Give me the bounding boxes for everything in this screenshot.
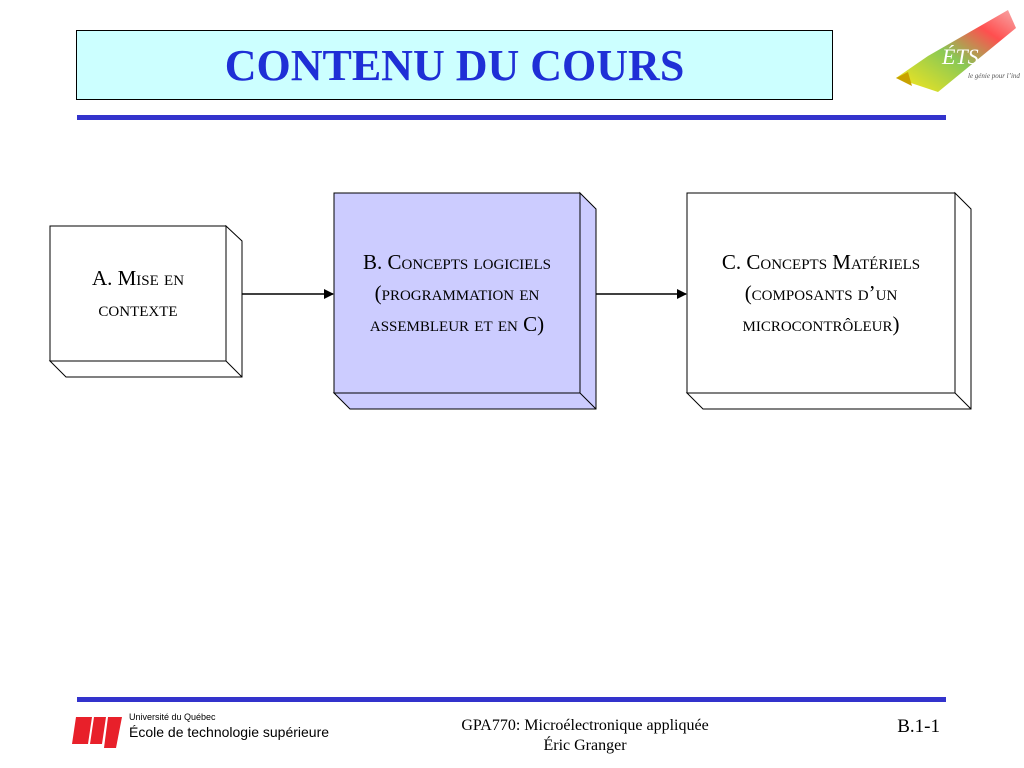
course-title: GPA770: Microélectronique appliquée — [461, 717, 709, 734]
title-box: CONTENU DU COURS — [76, 30, 833, 100]
node-b-label: B. Concepts logiciels (programmation en … — [363, 249, 551, 336]
ets-logo-tagline: le génie pour l’industrie — [968, 72, 1020, 80]
node-b — [332, 191, 597, 410]
university-name: Université du Québec — [129, 712, 216, 722]
instructor-name: Éric Granger — [543, 737, 627, 754]
node-a — [48, 224, 243, 378]
uq-ets-logo — [72, 717, 122, 748]
node-c-label: C. Concepts Matériels (composants d’un m… — [721, 249, 921, 336]
node-c — [685, 191, 972, 410]
ets-logo: ÉTS le génie pour l’industrie — [896, 10, 1020, 92]
node-a-label: A. Mise en contexte — [91, 265, 185, 321]
slide-title: CONTENU DU COURS — [224, 40, 685, 90]
title-rule — [77, 115, 946, 120]
course-info: GPA770: Microélectronique appliquée Éric… — [400, 716, 770, 756]
footer-rule — [77, 697, 946, 702]
school-name: École de technologie supérieure — [129, 724, 330, 740]
page-number: B.1-1 — [897, 716, 940, 737]
ets-logo-text: ÉTS — [941, 44, 979, 69]
